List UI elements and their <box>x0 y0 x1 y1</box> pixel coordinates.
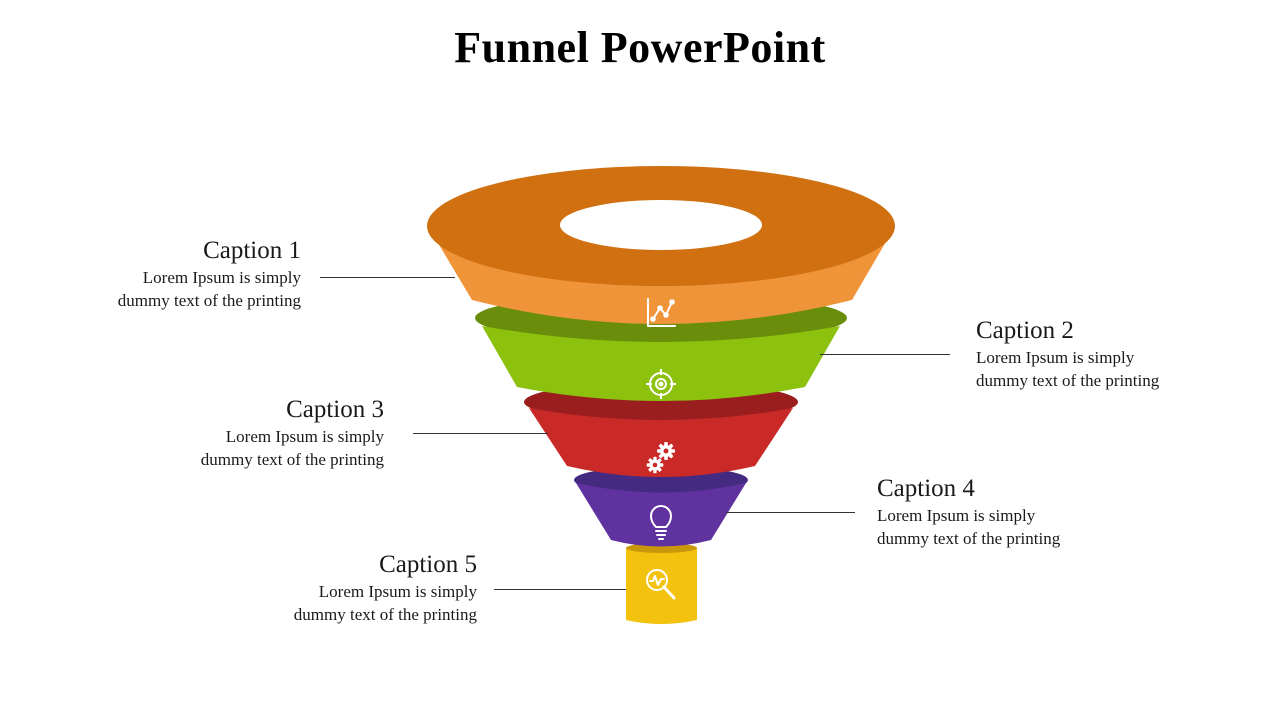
caption-title: Caption 2 <box>976 317 1074 344</box>
connector-line-4 <box>726 512 855 513</box>
caption-block-4: Caption 4 Lorem Ipsum is simply dummy te… <box>877 474 1207 550</box>
lightbulb-icon <box>649 505 673 540</box>
caption-block-3: Caption 3 Lorem Ipsum is simply dummy te… <box>54 395 384 471</box>
caption-block-1: Caption 1 Lorem Ipsum is simply dummy te… <box>0 236 301 312</box>
caption-title: Caption 4 <box>877 475 975 502</box>
gears-icon <box>646 442 675 474</box>
caption-block-2: Caption 2 Lorem Ipsum is simply dummy te… <box>976 316 1276 392</box>
search-analytics-icon <box>646 569 676 600</box>
caption-body-line: dummy text of the printing <box>877 529 1061 548</box>
target-icon <box>646 369 676 399</box>
caption-title: Caption 1 <box>203 237 301 264</box>
caption-body-line: Lorem Ipsum is simply <box>225 427 384 446</box>
connector-line-5 <box>494 589 626 590</box>
caption-block-5: Caption 5 Lorem Ipsum is simply dummy te… <box>147 550 477 626</box>
caption-body-line: dummy text of the printing <box>976 371 1160 390</box>
caption-body-line: Lorem Ipsum is simply <box>318 582 477 601</box>
caption-body-line: Lorem Ipsum is simply <box>976 348 1135 367</box>
connector-line-2 <box>820 354 950 355</box>
caption-body-line: dummy text of the printing <box>293 605 477 624</box>
slide-title: Funnel PowerPoint <box>454 23 826 72</box>
caption-body-line: dummy text of the printing <box>200 450 384 469</box>
caption-title: Caption 3 <box>286 396 384 423</box>
chart-line-icon <box>647 298 676 327</box>
funnel-stage-5 <box>626 543 697 624</box>
connector-line-1 <box>320 277 455 278</box>
connector-line-3 <box>413 433 548 434</box>
caption-body-line: Lorem Ipsum is simply <box>142 268 301 287</box>
caption-title: Caption 5 <box>379 551 477 578</box>
caption-body-line: Lorem Ipsum is simply <box>877 506 1036 525</box>
caption-body-line: dummy text of the printing <box>117 291 301 310</box>
funnel-stage-1 <box>427 166 895 324</box>
